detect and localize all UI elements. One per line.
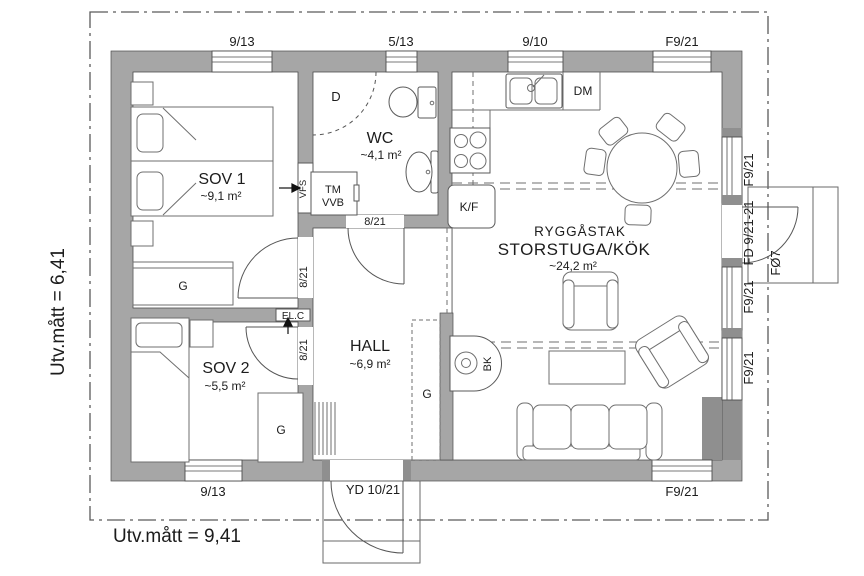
door-french: [741, 206, 799, 264]
label-sov1-area: ~9,1 m²: [200, 189, 241, 203]
right-deck: [747, 186, 839, 284]
label-tm: TM: [325, 184, 341, 196]
window-9-13-bottom: [184, 459, 243, 482]
sov1-furniture: [130, 81, 274, 306]
label-wc-area: ~4,1 m²: [360, 148, 401, 162]
dimension-left: Utv.mått = 6,41: [48, 248, 69, 376]
kitchen-sink: [505, 73, 563, 109]
stove: [449, 127, 491, 174]
label-sov2: SOV 2: [202, 360, 249, 377]
door-entry: [330, 480, 404, 554]
toilet: [388, 86, 437, 119]
dimension-bottom: Utv.mått = 9,41: [113, 526, 241, 547]
hall-wardrobe-dashed: [411, 319, 441, 461]
windows-right: [721, 128, 743, 401]
armchair-1: [562, 271, 619, 331]
label-sov1: SOV 1: [198, 171, 245, 188]
french-door-opening: [722, 205, 742, 263]
wood-stove: [449, 335, 502, 392]
label-wc: WC: [367, 130, 394, 147]
living-furniture: [449, 112, 709, 461]
kitchen-counter: [452, 72, 601, 128]
label-storstuga: STORSTUGA/KÖK: [498, 240, 651, 259]
label-hall-area: ~6,9 m²: [349, 357, 390, 371]
washer-waterheater-unit: [310, 171, 360, 216]
door-sov2: [245, 326, 299, 380]
label-vfs: VFS: [298, 180, 309, 198]
labels: 9/13 5/13 9/10 F9/21 9/13 YD 10/21 F9/21…: [48, 34, 783, 547]
windows-top: [211, 50, 712, 73]
plot-boundary-dashdot: [89, 11, 769, 521]
label-window-910: 9/10: [522, 34, 547, 49]
kitchen: [447, 72, 601, 229]
window-f9-21-top: [652, 50, 712, 73]
label-window-f921-top: F9/21: [665, 34, 698, 49]
coffee-table: [548, 350, 626, 385]
label-g-sov2: G: [276, 423, 285, 437]
window-9-10: [507, 50, 564, 73]
window-5-13: [385, 50, 418, 73]
window-f9-21-right-2: [721, 266, 743, 331]
single-bed: [130, 317, 190, 463]
label-hall: HALL: [350, 338, 390, 355]
hall-items: [275, 183, 441, 461]
sov2-furniture: [130, 317, 304, 463]
label-fo7: FØ7: [768, 250, 783, 275]
washbasin: [405, 150, 439, 194]
label-french-door: FD 9/21-21: [741, 200, 756, 265]
label-bk: BK: [482, 356, 494, 371]
double-bed: [130, 106, 274, 217]
label-sov2-area: ~5,5 m²: [204, 379, 245, 393]
entry-porch: [322, 480, 421, 564]
window-f9-21-right-3: [721, 337, 743, 401]
label-window-513: 5/13: [388, 34, 413, 49]
label-g-hall: G: [422, 387, 431, 401]
label-window-f921-right3: F9/21: [741, 351, 756, 384]
label-window-f921-right2: F9/21: [741, 280, 756, 313]
label-shower: D: [331, 89, 340, 104]
entry-door-opening: [330, 460, 403, 481]
sov1-wardrobe: [132, 261, 234, 306]
label-door-sov2: 8/21: [298, 339, 310, 360]
label-storstuga-area: ~24,2 m²: [549, 259, 597, 273]
label-kf: K/F: [460, 200, 479, 214]
label-window-913-bottom: 9/13: [200, 484, 225, 499]
fridge-freezer: [447, 184, 496, 229]
shower-door-arc: [312, 71, 377, 136]
dining-table: [583, 112, 701, 226]
window-f9-21-bottom: [651, 459, 713, 482]
door-wc: [347, 227, 405, 285]
vfs-arrow: [279, 183, 302, 193]
label-window-f921-right1: F9/21: [741, 153, 756, 186]
sov2-wardrobe: [257, 392, 304, 463]
label-entry-door: YD 10/21: [346, 482, 400, 497]
loft-ladder: [314, 402, 336, 455]
bedside-table: [189, 319, 214, 348]
windows-bottom: [184, 459, 713, 482]
armchair-2: [635, 315, 709, 389]
label-ryggastak: RYGGÅSTAK: [534, 224, 626, 239]
label-dm: DM: [574, 84, 593, 98]
label-door-sov1: 8/21: [298, 266, 310, 287]
label-vvb: VVB: [322, 197, 344, 209]
window-9-13-top: [211, 50, 273, 73]
bedside-table: [130, 220, 154, 247]
wc-fixtures: [310, 86, 439, 216]
window-f9-21-right-1: [721, 136, 743, 204]
door-sov1: [237, 237, 299, 299]
electrical-cabinet: [275, 308, 311, 334]
label-elc: EL.C: [282, 311, 304, 322]
doors: [237, 71, 799, 554]
label-window-f921-bottom: F9/21: [665, 484, 698, 499]
bedside-table: [130, 81, 154, 106]
label-door-wc: 8/21: [364, 216, 385, 228]
label-g-sov1: G: [178, 279, 187, 293]
sofa: [516, 402, 663, 461]
label-window-913-top: 9/13: [229, 34, 254, 49]
